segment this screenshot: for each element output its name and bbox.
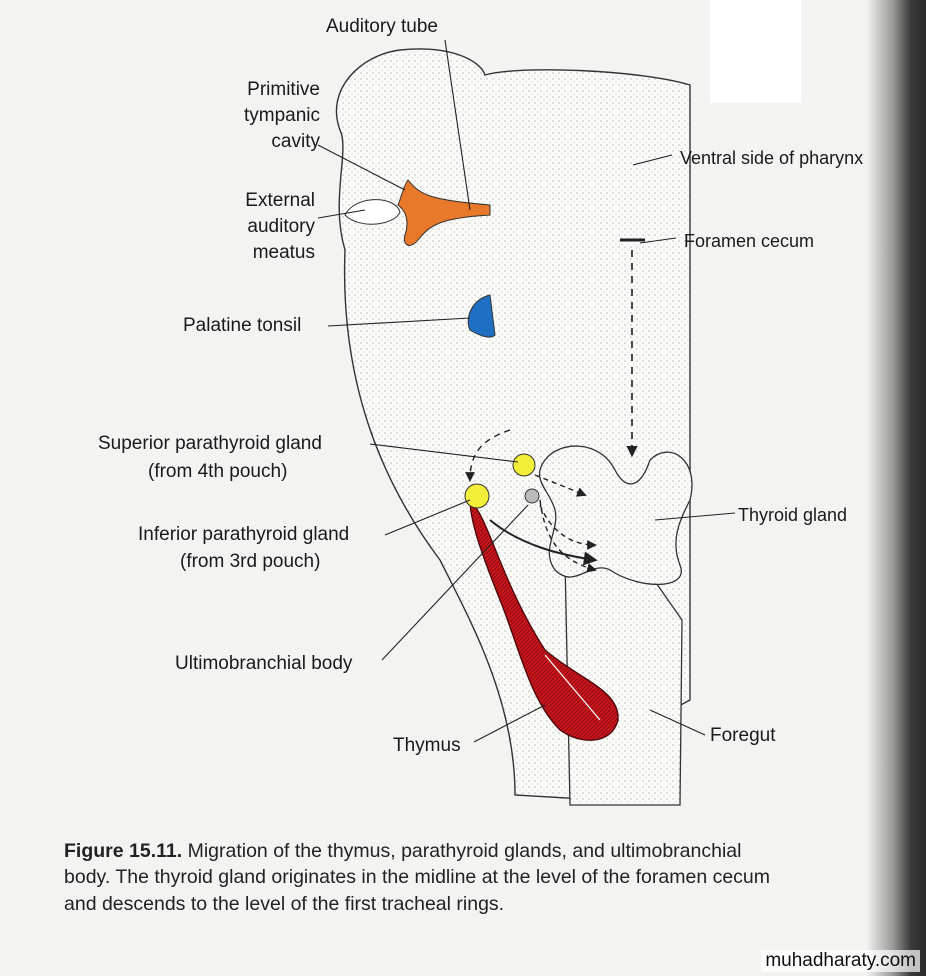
page-edge-shadow [866, 0, 926, 976]
blank-patch [710, 0, 801, 103]
thymus-shape [469, 498, 619, 741]
migration-arrow [539, 504, 597, 550]
label-auditory-tube: Auditory tube [326, 16, 438, 37]
inferior-parathyroid-dot [464, 483, 490, 509]
label-line: External [245, 190, 315, 211]
migration-arrow [489, 519, 598, 566]
label-primitive-tympanic-cavity: Primitive tympanic cavity [200, 77, 320, 155]
leader-lines [317, 39, 736, 743]
label-line: tympanic [243, 105, 320, 126]
label-foramen-cecum: Foramen cecum [684, 231, 815, 251]
thymus-highlight [544, 654, 601, 721]
caption-text: Migration of the thymus, parathyroid gla… [187, 840, 742, 862]
label-line: auditory [247, 216, 315, 237]
thyroid-gland-shape [538, 445, 693, 586]
label-superior-parathyroid: Superior parathyroid gland [98, 433, 322, 454]
label-line: meatus [252, 242, 315, 263]
label-external-auditory-meatus: External auditory meatus [195, 188, 315, 266]
palatine-tonsil-shape [467, 294, 496, 338]
figure-number: Figure 15.11. [64, 840, 183, 862]
label-line: Primitive [247, 79, 320, 100]
ultimobranchial-dot [524, 488, 540, 504]
label-ultimobranchial-body: Ultimobranchial body [175, 653, 353, 674]
label-line: cavity [271, 131, 320, 152]
migration-arrow [465, 429, 511, 482]
caption-line-1: Figure 15.11. Migration of the thymus, p… [64, 840, 741, 863]
superior-parathyroid-dot [512, 453, 536, 477]
label-ventral-side-of-pharynx: Ventral side of pharynx [680, 148, 864, 168]
label-inferior-parathyroid: Inferior parathyroid gland [138, 524, 350, 545]
label-foregut: Foregut [710, 725, 776, 746]
external-meatus-notch [344, 199, 401, 225]
label-superior-parathyroid-origin: (from 4th pouch) [148, 461, 288, 482]
label-thymus: Thymus [393, 735, 461, 756]
label-palatine-tonsil: Palatine tonsil [183, 315, 302, 336]
watermark: muhadharaty.com [761, 950, 920, 972]
migration-arrow [539, 499, 597, 573]
caption-line-2: body. The thyroid gland originates in th… [64, 866, 771, 888]
tympanic-cavity-shape [397, 179, 491, 246]
label-inferior-parathyroid-origin: (from 3rd pouch) [180, 551, 321, 572]
label-thyroid-gland: Thyroid gland [738, 505, 848, 525]
caption-line-3: and descends to the level of the first t… [64, 893, 505, 915]
